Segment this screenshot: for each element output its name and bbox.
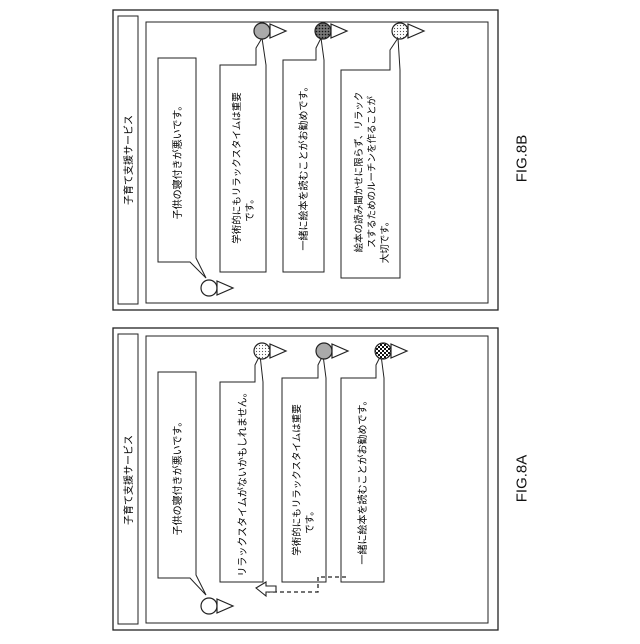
message-text-2a: 学術的にもリラックスタイムは重要 xyxy=(231,92,243,244)
message-text-3a: 学術的にもリラックスタイムは重要 xyxy=(291,404,303,556)
message-bubble-3 xyxy=(282,355,326,582)
message-bubble-2 xyxy=(220,38,266,272)
message-text-4a: 絵本の読み聞かせに限らず、リラック xyxy=(353,92,365,253)
message-text-2b: です。 xyxy=(245,194,256,222)
service-title: 子育て支援サービス xyxy=(122,115,135,205)
message-text-2: リラックスタイムがないかもしれません。 xyxy=(236,387,249,576)
message-text-3: 一緒に絵本を読むことがお勧めです。 xyxy=(297,82,310,251)
service-title: 子育て支援サービス xyxy=(122,435,135,525)
message-text-4: 一緒に絵本を読むことがお勧めです。 xyxy=(356,396,369,565)
figure-8b: 子育て支援サービス 子供の寝付きが悪いです。 学術的にもリラックスタイムは重要 … xyxy=(0,0,640,320)
figure-8a: 子育て支援サービス 子供の寝付きが悪いです。 リラックスタイムがないかもしれませ… xyxy=(0,320,640,640)
message-text-1: 子供の寝付きが悪いです。 xyxy=(171,101,184,220)
message-text-1: 子供の寝付きが悪いです。 xyxy=(171,417,184,536)
message-text-3b: です。 xyxy=(305,506,316,534)
message-text-4c: 大切です。 xyxy=(379,217,391,264)
message-text-4b: スするためのルーチンを作ることが xyxy=(366,96,378,249)
figure-caption-8a: FIG.8A xyxy=(498,470,546,487)
figure-caption-8b: FIG.8B xyxy=(498,150,546,167)
